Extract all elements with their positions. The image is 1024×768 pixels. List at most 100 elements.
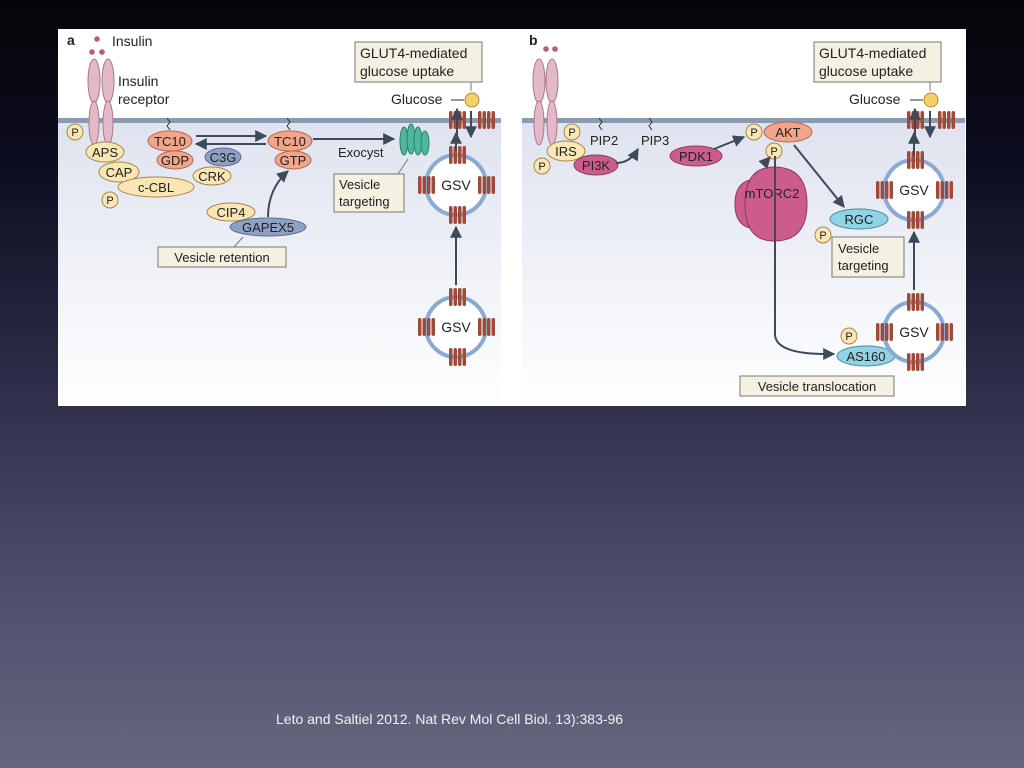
pdk1-protein: PDK1 xyxy=(669,145,723,167)
lipid-squiggle-icon xyxy=(598,117,603,131)
svg-text:CRK: CRK xyxy=(198,169,226,184)
tc10-gtp-protein: TC10 GTP xyxy=(267,130,313,170)
svg-text:IRS: IRS xyxy=(555,144,577,159)
citation-text: Leto and Saltiel 2012. Nat Rev Mol Cell … xyxy=(276,711,624,727)
insulin-molecule-icon xyxy=(89,36,105,55)
vesicle-translocation-callout: Vesicle translocation xyxy=(739,375,895,397)
svg-text:AKT: AKT xyxy=(775,125,800,140)
lipid-squiggle-icon xyxy=(648,117,653,131)
pip3-label: PIP3 xyxy=(641,133,669,148)
glucose-molecule-icon xyxy=(923,92,939,108)
svg-text:GTP: GTP xyxy=(280,153,307,168)
callout-line xyxy=(233,236,244,248)
svg-text:PDK1: PDK1 xyxy=(679,149,713,164)
akt-as160-arrow xyxy=(774,156,836,360)
svg-text:P: P xyxy=(750,127,757,139)
callout-line xyxy=(397,158,409,175)
glucose-label: Glucose xyxy=(849,91,901,107)
svg-text:GSV: GSV xyxy=(441,319,471,335)
phosphate-icon: P xyxy=(533,157,551,175)
svg-text:APS: APS xyxy=(92,145,118,160)
lipid-squiggle-icon xyxy=(166,117,171,131)
svg-text:GLUT4-mediated glucose: GLUT4-mediated glucose uptake xyxy=(360,45,471,79)
cap-protein: CAP xyxy=(98,161,140,183)
membrane-a xyxy=(58,118,501,123)
phosphate-icon: P xyxy=(66,123,84,141)
svg-text:P: P xyxy=(106,195,113,207)
svg-text:P: P xyxy=(845,331,852,343)
svg-text:c-CBL: c-CBL xyxy=(138,180,174,195)
panel-a: a Insulin Insulin receptor P P xyxy=(58,32,501,406)
insulin-receptor-label: Insulin receptor xyxy=(118,73,170,107)
glut4-uptake-callout: GLUT4-mediated glucose uptake xyxy=(354,41,483,83)
as160-protein: AS160 xyxy=(836,345,896,367)
vesicle-targeting-callout: Vesicle targeting xyxy=(333,173,405,213)
svg-text:mTORC2: mTORC2 xyxy=(745,186,800,201)
panel-b: b P P IRS PI3K PIP2 xyxy=(522,32,965,406)
cip4-protein: CIP4 xyxy=(206,202,256,222)
membrane-b xyxy=(522,118,965,123)
svg-text:Vesicle retention: Vesicle retention xyxy=(174,250,269,265)
panel-label-a: a xyxy=(67,32,75,48)
crk-protein: CRK xyxy=(192,166,232,186)
rgc-protein: RGC xyxy=(829,208,889,230)
akt-rgc-arrow xyxy=(793,144,845,208)
akt-protein: AKT xyxy=(763,121,813,143)
c3g-protein: C3G xyxy=(204,147,242,167)
gsv-vesicle-icon: GSV xyxy=(876,293,953,371)
svg-text:GLUT4-mediated glucose: GLUT4-mediated glucose uptake xyxy=(819,45,930,79)
panel-label-b: b xyxy=(529,32,538,48)
gsv-vesicle-icon: GSV xyxy=(418,288,495,366)
phosphate-icon: P xyxy=(840,327,858,345)
glucose-molecule-icon xyxy=(464,92,480,108)
gapex5-arrow xyxy=(267,170,289,218)
svg-text:GSV: GSV xyxy=(899,324,929,340)
svg-text:Vesicle targeting: Vesicle targeting xyxy=(339,177,390,209)
svg-text:P: P xyxy=(568,127,575,139)
phosphate-icon: P xyxy=(563,123,581,141)
svg-text:TC10: TC10 xyxy=(274,134,306,149)
lipid-squiggle-icon xyxy=(286,117,291,131)
svg-text:P: P xyxy=(819,230,826,242)
svg-text:RGC: RGC xyxy=(845,212,874,227)
pdk1-arrow xyxy=(713,135,746,150)
phosphate-icon: P xyxy=(745,123,763,141)
vesicle-targeting-callout: Vesicle targeting xyxy=(831,236,905,278)
phosphate-icon: P xyxy=(101,191,119,209)
insulin-label: Insulin xyxy=(112,33,152,49)
glucose-label: Glucose xyxy=(391,91,443,107)
svg-text:GAPEX5: GAPEX5 xyxy=(242,220,294,235)
svg-text:GDP: GDP xyxy=(161,153,189,168)
tc10-gdp-protein: TC10 GDP xyxy=(147,130,194,170)
insulin-receptor-icon xyxy=(532,58,559,146)
svg-text:GSV: GSV xyxy=(441,177,471,193)
aps-protein: APS xyxy=(85,141,125,163)
svg-text:TC10: TC10 xyxy=(154,134,186,149)
svg-text:P: P xyxy=(538,161,545,173)
gsv-vesicle-icon: GSV xyxy=(876,151,953,229)
phosphate-icon: P xyxy=(814,226,832,244)
irs-protein: IRS xyxy=(546,140,586,162)
svg-text:CAP: CAP xyxy=(106,165,133,180)
pi3k-protein: PI3K xyxy=(573,154,619,176)
svg-text:P: P xyxy=(770,146,777,158)
vesicle-retention-callout: Vesicle retention xyxy=(157,246,287,268)
insulin-receptor-icon xyxy=(87,58,115,146)
svg-text:Vesicle targeting: Vesicle targeting xyxy=(838,241,889,273)
svg-text:CIP4: CIP4 xyxy=(217,205,246,220)
svg-text:PI3K: PI3K xyxy=(582,158,611,173)
exocyst-label: Exocyst xyxy=(338,145,384,160)
pip2-label: PIP2 xyxy=(590,133,618,148)
c-cbl-protein: c-CBL xyxy=(117,176,195,198)
svg-text:P: P xyxy=(71,127,78,139)
glut4-uptake-callout: GLUT4-mediated glucose uptake xyxy=(813,41,942,83)
svg-text:C3G: C3G xyxy=(210,150,237,165)
insulin-molecule-icon xyxy=(543,46,558,52)
svg-text:AS160: AS160 xyxy=(846,349,885,364)
svg-text:GSV: GSV xyxy=(899,182,929,198)
mtorc2-arrow xyxy=(758,156,771,170)
pip-conversion-arrow xyxy=(615,147,639,164)
svg-text:Vesicle translocation: Vesicle translocation xyxy=(758,379,877,394)
exocyst-complex-icon xyxy=(399,123,430,156)
gapex5-protein: GAPEX5 xyxy=(229,217,307,237)
